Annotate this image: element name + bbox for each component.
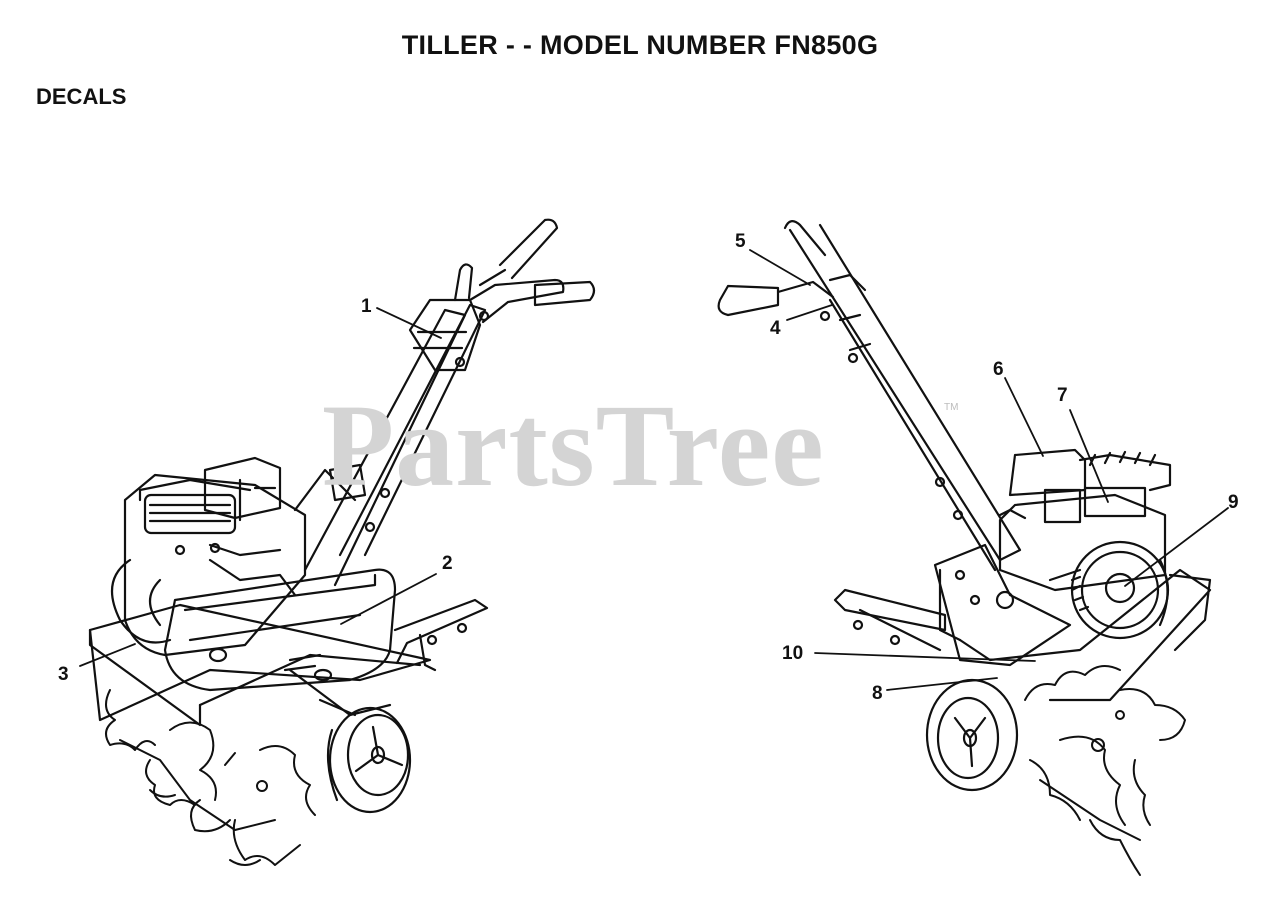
right-wheel xyxy=(925,678,1019,792)
left-tiller xyxy=(88,218,596,866)
watermark-text: PartsTree xyxy=(322,380,825,511)
right-tines xyxy=(1024,665,1186,876)
section-heading: DECALS xyxy=(36,84,127,109)
left-belt-cover xyxy=(163,568,397,692)
callout-10: 10 xyxy=(782,643,804,664)
right-tiller xyxy=(717,220,1212,876)
right-frame xyxy=(933,543,1072,667)
callout-6: 6 xyxy=(993,359,1004,380)
callout-2: 2 xyxy=(442,553,453,574)
left-wheel xyxy=(326,706,412,814)
callout-5: 5 xyxy=(735,231,746,252)
callout-7: 7 xyxy=(1057,385,1068,406)
callout-1: 1 xyxy=(361,296,372,317)
leader-lines xyxy=(79,249,1229,691)
callout-9: 9 xyxy=(1228,492,1239,513)
left-tines xyxy=(105,689,316,866)
left-tine-shield xyxy=(88,603,432,722)
left-engine xyxy=(110,456,307,657)
page-title: TILLER - - MODEL NUMBER FN850G xyxy=(401,30,879,60)
callout-3: 3 xyxy=(58,664,69,685)
right-engine xyxy=(998,448,1172,640)
right-handlebar xyxy=(717,220,1022,610)
watermark-trademark: TM xyxy=(944,402,959,413)
left-handlebar xyxy=(293,218,596,587)
callout-4: 4 xyxy=(770,318,781,339)
callout-8: 8 xyxy=(872,683,883,704)
